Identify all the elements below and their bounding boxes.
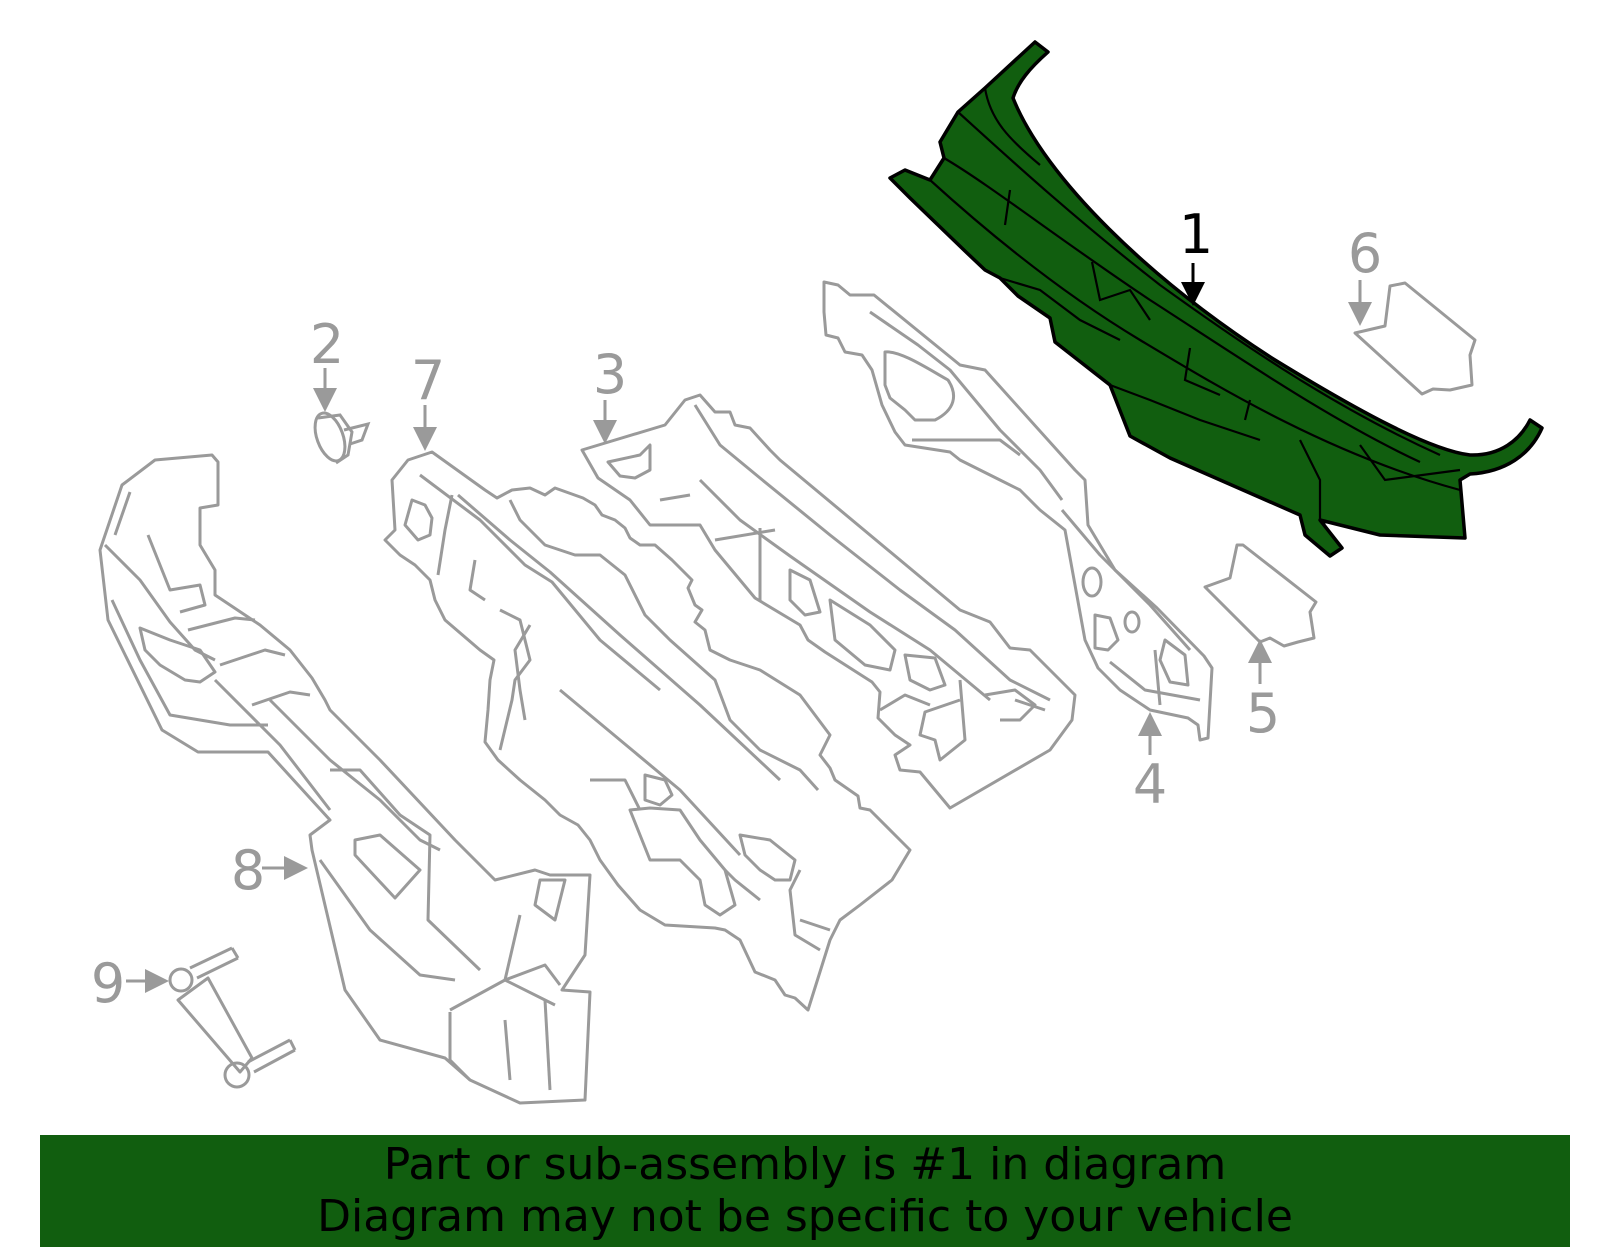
banner-line-part-number: Part or sub-assembly is #1 in diagram <box>383 1139 1227 1190</box>
callout-number-2: 2 <box>310 313 344 376</box>
part-7-dash-panel[interactable] <box>383 450 912 1012</box>
info-banner: Part or sub-assembly is #1 in diagram Di… <box>40 1135 1570 1247</box>
callout-number-8: 8 <box>231 839 265 902</box>
part-1-cowl-panel[interactable] <box>888 40 1544 558</box>
part-9-bolts[interactable] <box>168 946 297 1089</box>
part-5-bracket[interactable] <box>1203 543 1318 648</box>
callout-number-9: 9 <box>91 952 125 1015</box>
banner-line-disclaimer: Diagram may not be specific to your vehi… <box>317 1191 1293 1242</box>
part-3-reinforcement[interactable] <box>580 393 1077 810</box>
callout-number-3: 3 <box>593 343 627 406</box>
callout-number-6: 6 <box>1348 222 1382 285</box>
callout-number-4: 4 <box>1133 753 1167 816</box>
part-2-clip[interactable] <box>309 409 371 465</box>
callout-numbers: 1 2 3 4 5 6 7 8 9 <box>91 203 1382 1015</box>
callout-leaders <box>126 263 1372 993</box>
part-4-side-panel[interactable] <box>822 280 1214 742</box>
callout-number-1: 1 <box>1179 203 1213 266</box>
callout-number-5: 5 <box>1246 682 1280 745</box>
part-8-panel[interactable] <box>98 453 592 1105</box>
part-6-bracket[interactable] <box>1353 281 1477 396</box>
callout-number-7: 7 <box>411 349 445 412</box>
